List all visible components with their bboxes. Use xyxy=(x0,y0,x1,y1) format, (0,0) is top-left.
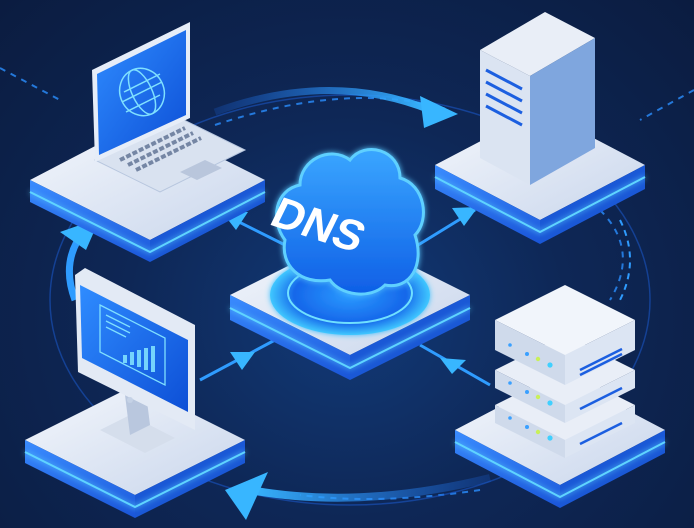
chart-document-icon xyxy=(99,303,166,387)
monitor-screen xyxy=(80,285,188,412)
tower-drive-bays xyxy=(485,68,523,127)
bar-chart-icon xyxy=(123,346,155,372)
orbit-ring xyxy=(49,94,651,506)
cycle-arrow-right xyxy=(619,219,631,301)
rack-unit-1 xyxy=(495,285,635,385)
laptop-node[interactable] xyxy=(29,22,266,262)
cycle-arrow-top xyxy=(213,87,458,128)
rack-server-node[interactable] xyxy=(454,285,666,508)
dns-node[interactable]: DNS xyxy=(229,148,471,380)
tower-server-node[interactable] xyxy=(434,12,646,244)
cycle-arrow-bottom xyxy=(225,472,491,520)
monitor-node[interactable] xyxy=(24,268,246,518)
cloud-icon xyxy=(275,148,425,296)
globe-icon xyxy=(118,67,166,117)
connection-arrowheads xyxy=(222,207,478,374)
